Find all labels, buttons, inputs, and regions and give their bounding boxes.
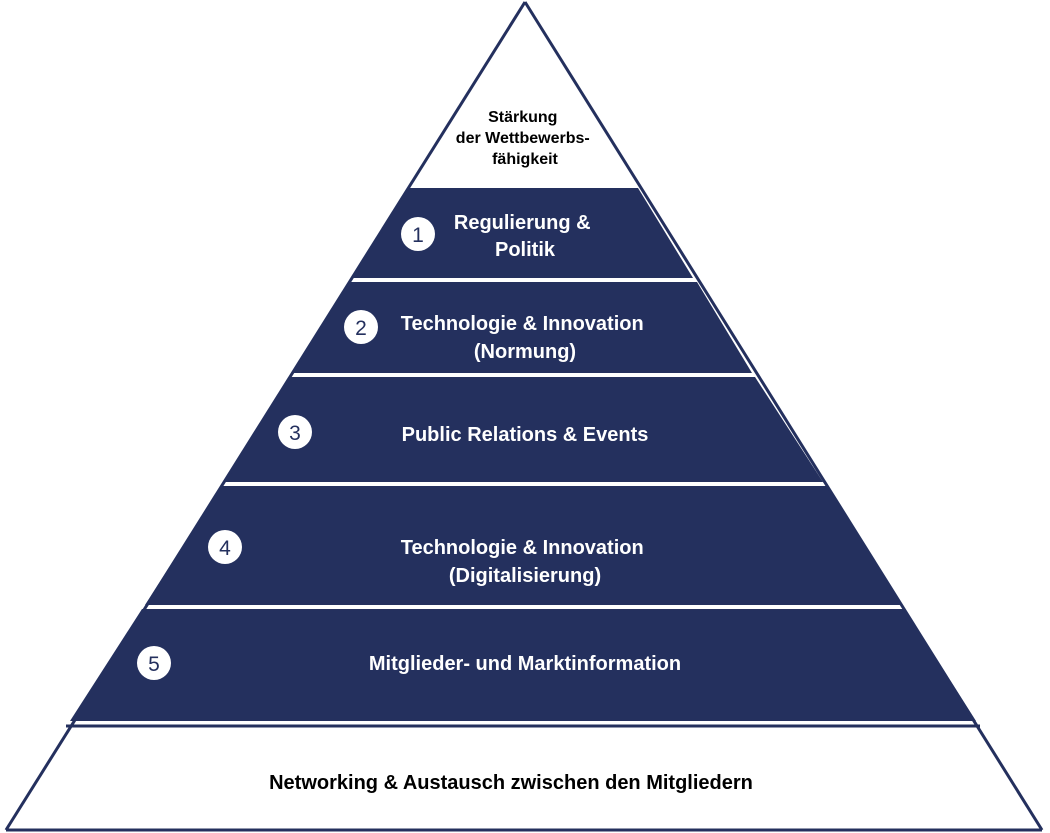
level-3-number-badge	[278, 415, 312, 449]
base-label-line-1: Networking & Austausch zwischen den Mitg…	[269, 772, 753, 794]
level-4-label-line-2: (Digitalisierung)	[449, 565, 601, 587]
level-2-label-line-2: (Normung)	[474, 341, 576, 363]
pyramid-base-fill	[8, 728, 1040, 829]
apex-line-2: der Wettbewerbs-	[456, 130, 590, 147]
svg-text:Technologie & Innovation (: Technologie & Innovation (Digitalisierun…	[401, 537, 650, 587]
level-3-label-line-1: Public Relations & Events	[402, 424, 649, 446]
svg-text:Public Relations & Events: Public Relations & Events	[402, 424, 649, 446]
svg-text:Mitglieder- und Marktinformati: Mitglieder- und Marktinformation	[369, 653, 681, 675]
pyramid-left-edge	[4, 1, 527, 831]
level-5-number: 5	[148, 653, 160, 676]
svg-text:Regulierung & Politik: Regulierung & Politik	[454, 212, 596, 261]
level-2-label-line-1: Technologie & Innovation	[401, 313, 644, 335]
level-2-number-badge	[344, 310, 378, 344]
level-1-label-line-2: Politik	[495, 239, 556, 261]
level-2-number: 2	[355, 317, 367, 340]
pyramid-level-2-band	[293, 282, 752, 373]
level-4-number: 4	[219, 537, 231, 560]
level-1-label-line-1: Regulierung &	[454, 212, 591, 234]
level-5-number-badge	[137, 646, 171, 680]
pyramid-apex-fill	[410, 3, 637, 188]
pyramid-level-4-band	[145, 486, 902, 605]
svg-text:Networking & Austausch zwische: Networking & Austausch zwischen den Mitg…	[269, 772, 753, 794]
svg-text:Technologie & Innovation (: Technologie & Innovation (Normung)	[401, 313, 650, 363]
svg-text:Stärkung der Wettbewerbs-: Stärkung der Wettbewerbs- fähigkeit	[456, 109, 594, 168]
pyramid-level-3-band	[224, 377, 823, 482]
level-5-label-line-1: Mitglieder- und Marktinformation	[369, 653, 681, 675]
level-4-number-badge	[208, 530, 242, 564]
level-1-number-badge	[401, 217, 435, 251]
apex-line-3: fähigkeit	[492, 151, 558, 168]
apex-line-1: Stärkung	[488, 109, 557, 126]
pyramid-right-edge	[523, 1, 1044, 831]
level-4-label-line-1: Technologie & Innovation	[401, 537, 644, 559]
pyramid-level-5-band	[70, 609, 976, 721]
level-1-number: 1	[412, 224, 424, 247]
level-3-number: 3	[289, 422, 301, 445]
pyramid-level-1-band	[353, 188, 693, 278]
